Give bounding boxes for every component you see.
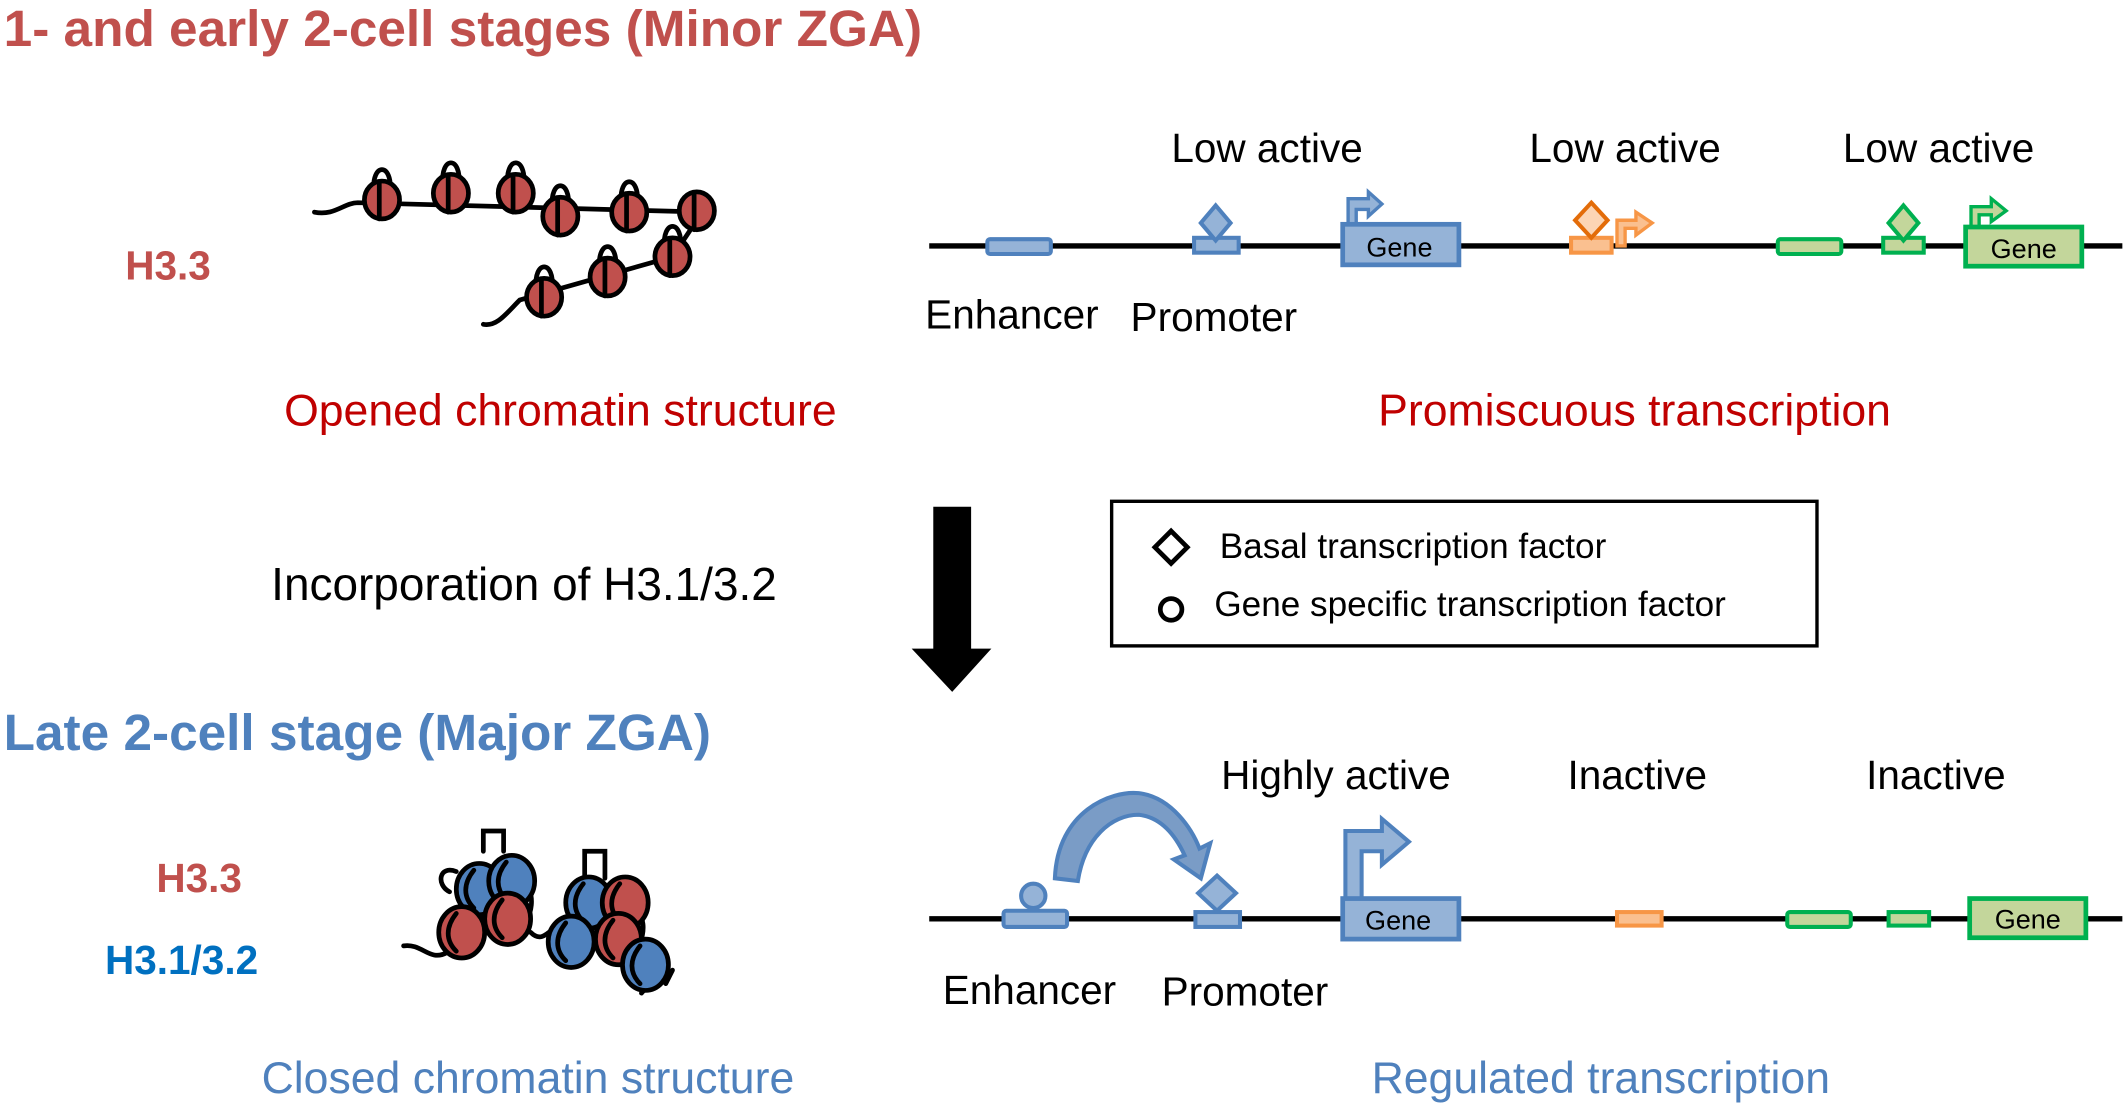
gene-label-bottom-2: Gene [1995, 904, 2061, 934]
promiscuous-transcription-caption: Promiscuous transcription [1378, 387, 1891, 436]
enhancer-label-top: Enhancer [925, 291, 1098, 337]
major-zga-title: Late 2-cell stage (Major ZGA) [4, 704, 711, 761]
tss-arrow-icon [1346, 188, 1385, 232]
blue-locus-top: Gene [985, 188, 1462, 268]
legend-label-gene-specific: Gene specific transcription factor [1214, 585, 1726, 624]
gene-label-top-2: Gene [1991, 234, 2057, 264]
activity-label-bottom-1: Highly active [1221, 752, 1451, 798]
regulated-transcription-caption: Regulated transcription [1372, 1054, 1830, 1103]
gene-label-top-1: Gene [1366, 233, 1432, 263]
h31-h32-label: H3.1/3.2 [105, 937, 258, 983]
legend: Basal transcription factor Gene specific… [1109, 499, 1819, 648]
enhancer-element [985, 237, 1053, 257]
opened-chromatin-caption: Opened chromatin structure [284, 387, 837, 436]
activity-label-top-1: Low active [1171, 125, 1362, 171]
diamond-icon [1195, 872, 1239, 914]
promoter-label-bottom: Promoter [1162, 968, 1329, 1014]
activity-label-bottom-3: Inactive [1866, 752, 2006, 798]
green-locus-top: Gene [1775, 195, 2085, 269]
enhancer-element [1785, 910, 1853, 929]
diamond-icon [1151, 527, 1191, 567]
circle-icon [1157, 596, 1185, 623]
tss-arrow-icon [1615, 208, 1656, 248]
h33-label-bottom: H3.3 [156, 855, 242, 901]
gene-box [1340, 221, 1462, 268]
legend-label-basal: Basal transcription factor [1220, 527, 1607, 566]
activity-label-top-2: Low active [1529, 125, 1720, 171]
blue-locus-bottom: Gene [1001, 790, 1462, 942]
legend-box [1109, 499, 1819, 648]
tss-arrow-icon [1343, 814, 1413, 902]
enhancer-element [1775, 237, 1844, 257]
gene-box [1340, 896, 1462, 942]
gene-box [1967, 896, 2089, 941]
enhancer-element [1001, 908, 1070, 929]
promoter-label-top: Promoter [1131, 294, 1298, 340]
curved-arrow-icon [1052, 790, 1214, 884]
closed-chromatin-caption: Closed chromatin structure [262, 1054, 795, 1103]
nucleosome-row-1 [362, 160, 717, 238]
incorporation-label: Incorporation of H3.1/3.2 [271, 558, 777, 610]
down-arrow-icon [911, 506, 992, 692]
orange-locus-top [1569, 199, 1656, 255]
activity-label-bottom-2: Inactive [1567, 752, 1707, 798]
diamond-icon [1572, 199, 1611, 241]
activity-label-top-3: Low active [1843, 125, 2034, 171]
tss-arrow-icon [1969, 195, 2009, 235]
circle-icon [1019, 881, 1048, 911]
enhancer-label-bottom: Enhancer [943, 967, 1116, 1013]
promoter-element [1886, 910, 1932, 928]
diamond-icon [1885, 202, 1921, 244]
h33-label-top: H3.3 [125, 243, 211, 289]
orange-promoter-inactive [1614, 910, 1664, 928]
closed-chromatin-illustration [401, 828, 675, 996]
gene-label-bottom-1: Gene [1365, 906, 1431, 936]
promoter-element [1193, 910, 1243, 929]
open-chromatin-illustration [312, 160, 717, 327]
diamond-icon [1198, 202, 1234, 244]
green-locus-bottom: Gene [1785, 896, 2089, 941]
gene-box [1963, 224, 2085, 269]
nucleosome-row-2 [524, 224, 693, 319]
minor-zga-title: 1- and early 2-cell stages (Minor ZGA) [4, 0, 922, 57]
